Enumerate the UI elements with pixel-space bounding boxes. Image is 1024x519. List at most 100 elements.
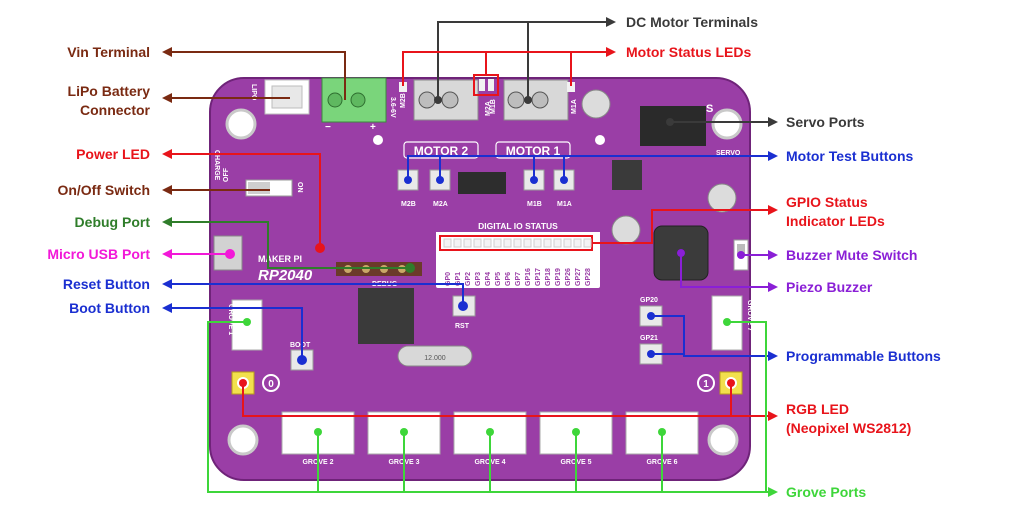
label-debug-port: Debug Port	[75, 214, 151, 230]
grove-dot	[658, 428, 666, 436]
svg-text:−: −	[325, 122, 331, 133]
gpio-label: GP28	[585, 268, 592, 286]
m1a-term-silk: M1A	[571, 99, 578, 114]
grove-dot	[486, 428, 494, 436]
gpio-led	[583, 238, 592, 248]
label-programmable-buttons: Programmable Buttons	[786, 348, 941, 364]
gpio-label: GP1	[455, 272, 462, 286]
gpio-led	[563, 238, 572, 248]
grove1-silk: GROVE 1	[227, 304, 234, 335]
gpio-label: GP7	[515, 272, 522, 286]
motor-labels: MOTOR 2 MOTOR 1	[403, 141, 571, 159]
capacitors	[581, 89, 737, 245]
label-gpio-line2: Indicator LEDs	[786, 213, 885, 229]
gpio-label: GP27	[575, 268, 582, 286]
gpio-label: GP6	[505, 272, 512, 286]
gpio-label: GP19	[555, 268, 562, 286]
motor-terminals: M2B M2A M1B M1A	[400, 79, 578, 121]
label-piezo-buzzer: Piezo Buzzer	[786, 279, 873, 295]
gpio-label: GP16	[525, 268, 532, 286]
gpio-label: GP4	[485, 272, 492, 286]
label-rgb-line1: RGB LED	[786, 401, 849, 417]
label-boot-button: Boot Button	[69, 300, 150, 316]
m1a-silk: M1A	[557, 201, 572, 208]
label-lipo-line1: LiPo Battery	[68, 83, 151, 99]
gpio-label: GP17	[535, 268, 542, 286]
label-servo-ports: Servo Ports	[786, 114, 865, 130]
gpio-led	[453, 238, 462, 248]
m2a-term-silk: M2A	[485, 101, 492, 116]
pcb-board: − + 3.6-6V LIPO M2B M2A M1B M1A	[209, 74, 753, 481]
gpio-label: GP18	[545, 268, 552, 286]
crystal: 12.000	[397, 345, 473, 367]
gpio-label: GP26	[565, 268, 572, 286]
gpio-label: GP3	[475, 272, 482, 286]
label-rgb-line2: (Neopixel WS2812)	[786, 420, 911, 436]
gpio-led	[543, 238, 552, 248]
label-power-led: Power LED	[76, 146, 150, 162]
gpio-led	[443, 238, 452, 248]
label-onoff-switch: On/Off Switch	[57, 182, 150, 198]
vin-terminal: − + 3.6-6V	[321, 77, 396, 133]
label-gpio-line1: GPIO Status	[786, 194, 868, 210]
m2b-term-silk: M2B	[400, 93, 407, 108]
label-motor-status-leds: Motor Status LEDs	[626, 44, 751, 60]
svg-text:1: 1	[703, 379, 709, 390]
m1b-silk: M1B	[527, 201, 542, 208]
rst-silk: RST	[455, 323, 470, 330]
grove-dot	[314, 428, 322, 436]
gp20-silk: GP20	[640, 297, 658, 304]
gpio-label: GP2	[465, 272, 472, 286]
label-vin-terminal: Vin Terminal	[67, 44, 150, 60]
gpio-led	[523, 238, 532, 248]
maker-silk: MAKER PI	[258, 254, 302, 264]
label-dc-motor-terminals: DC Motor Terminals	[626, 14, 758, 30]
mounting-holes	[225, 108, 743, 456]
gpio-led	[473, 238, 482, 248]
svg-text:ON: ON	[296, 182, 303, 193]
vin-silk: 3.6-6V	[389, 97, 396, 118]
gpio-label: GP0	[445, 272, 452, 286]
label-buzzer-mute: Buzzer Mute Switch	[786, 247, 917, 263]
right-labels: DC Motor Terminals Motor Status LEDs Ser…	[626, 14, 941, 500]
left-labels: Vin Terminal LiPo Battery Connector Powe…	[47, 44, 150, 316]
servo-silk: SERVO	[716, 150, 741, 157]
motor-driver-chip	[458, 172, 506, 194]
motor1-silk: MOTOR 1	[506, 144, 561, 158]
grove-dot	[400, 428, 408, 436]
label-lipo-line2: Connector	[80, 102, 151, 118]
label-micro-usb: Micro USB Port	[47, 246, 150, 262]
m1b-term-silk: M1B	[490, 99, 497, 114]
gpio-led	[503, 238, 512, 248]
gpio-led	[483, 238, 492, 248]
gp21-silk: GP21	[640, 335, 658, 342]
gpio-led	[513, 238, 522, 248]
rp2040-mcu	[358, 288, 414, 344]
boot-silk: BOOT	[290, 342, 311, 349]
rp2040-silk: RP2040	[258, 267, 313, 284]
callout-lines	[162, 17, 778, 497]
svg-text:OFF: OFF	[223, 167, 230, 182]
gpio-label: GP5	[495, 272, 502, 286]
label-grove-ports: Grove Ports	[786, 484, 866, 500]
label-reset-button: Reset Button	[63, 276, 150, 292]
gpio-led	[553, 238, 562, 248]
gpio-led	[493, 238, 502, 248]
m2b-silk: M2B	[401, 201, 416, 208]
svg-text:S: S	[706, 103, 713, 115]
grove7-silk: GROVE 7	[746, 300, 753, 331]
lipo-silk: LIPO	[250, 84, 257, 101]
digital-io-silk: DIGITAL IO STATUS	[478, 221, 558, 231]
gpio-led-row	[443, 238, 592, 248]
motor2-silk: MOTOR 2	[414, 144, 469, 158]
servo-header: SERVO S	[640, 103, 741, 157]
svg-text:0: 0	[268, 379, 274, 390]
gpio-led	[463, 238, 472, 248]
m2a-silk: M2A	[433, 201, 448, 208]
svg-text:+: +	[370, 122, 376, 133]
gpio-led	[533, 238, 542, 248]
